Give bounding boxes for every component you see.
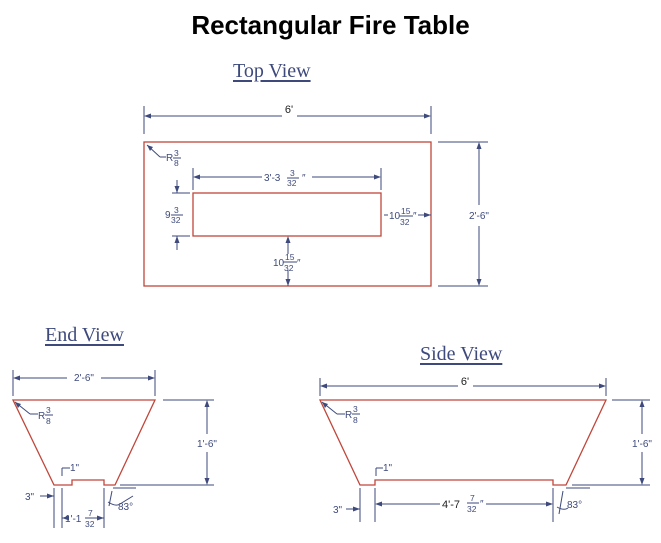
end-view: 2'-6" 1'-6" R 3 8	[11, 370, 217, 529]
svg-text:3: 3	[290, 168, 295, 178]
svg-text:1'-1: 1'-1	[65, 514, 82, 525]
svg-text:15: 15	[401, 206, 411, 216]
svg-text:83°: 83°	[567, 500, 582, 511]
top-overall-length-label: 6'	[285, 104, 293, 116]
end-top-width-dimension: 2'-6"	[12, 370, 156, 396]
svg-text:1'-6": 1'-6"	[197, 439, 217, 450]
svg-text:32: 32	[467, 504, 477, 514]
svg-text:15: 15	[285, 252, 295, 262]
svg-text:R: R	[345, 410, 352, 421]
top-overall-width-label: 2'-6"	[469, 211, 489, 222]
side-top-length-dimension: 6'	[319, 376, 607, 396]
svg-text:1": 1"	[70, 463, 80, 474]
svg-text:32: 32	[171, 215, 181, 225]
end-height-dimension: 1'-6"	[120, 399, 217, 486]
svg-text:9: 9	[165, 210, 171, 221]
svg-text:32: 32	[287, 178, 297, 188]
side-radius-callout: R 3 8	[321, 401, 360, 425]
svg-text:4'-7: 4'-7	[442, 499, 460, 511]
side-base-length-dimension: 4'-7 7 32 ″	[375, 488, 554, 522]
top-opening-length-dimension: 3'-3 3 32 ″	[192, 168, 382, 190]
top-view-burner-opening	[192, 192, 382, 237]
side-height-dimension: 1'-6"	[572, 399, 652, 486]
end-base-width-dimension: 1'-1 7 32	[62, 488, 105, 529]
svg-text:3'-3: 3'-3	[264, 173, 281, 184]
svg-text:10: 10	[273, 258, 285, 269]
side-view-title: Side View	[420, 343, 503, 365]
svg-text:7: 7	[88, 508, 93, 518]
svg-text:3: 3	[174, 148, 179, 158]
top-bottom-offset-dimension: 10 15 32 ″	[273, 236, 301, 286]
side-notch-height-callout: 1"	[375, 463, 393, 476]
end-view-outline	[11, 399, 157, 486]
page-title: Rectangular Fire Table	[191, 10, 470, 40]
side-angle-callout: 83°	[556, 487, 590, 515]
svg-text:3: 3	[174, 205, 179, 215]
end-view-title: End View	[45, 324, 124, 346]
side-base-offset-dimension: 3"	[333, 488, 376, 522]
top-view-title: Top View	[233, 60, 311, 82]
top-overall-width-dimension: 2'-6"	[438, 141, 489, 287]
side-view-outline	[318, 399, 608, 486]
end-radius-callout: R 3 8	[14, 401, 53, 426]
svg-text:3: 3	[46, 405, 51, 415]
end-angle-callout: 83°	[107, 487, 136, 513]
svg-text:10: 10	[389, 211, 401, 222]
top-corner-radius-callout: R 3 8	[146, 144, 181, 168]
svg-text:32: 32	[400, 217, 410, 227]
svg-text:R: R	[38, 411, 45, 422]
svg-text:8: 8	[46, 416, 51, 426]
svg-text:1": 1"	[383, 463, 393, 474]
top-right-offset-dimension: 10 15 32 ″	[384, 206, 431, 227]
end-base-offset-dimension: 3"	[25, 488, 63, 528]
svg-text:3: 3	[353, 404, 358, 414]
side-view: 6' 1'-6" R 3 8	[318, 376, 652, 522]
svg-text:″: ″	[302, 173, 306, 184]
top-left-offset-dimension: 9 3 32	[165, 180, 190, 250]
svg-text:6': 6'	[461, 376, 469, 388]
svg-text:″: ″	[480, 499, 484, 510]
svg-text:″: ″	[297, 258, 301, 269]
svg-text:3": 3"	[25, 492, 35, 503]
svg-text:8: 8	[353, 415, 358, 425]
svg-text:2'-6": 2'-6"	[74, 373, 94, 384]
svg-text:R: R	[166, 153, 173, 164]
top-overall-length-dimension: 6'	[143, 104, 432, 134]
svg-text:3": 3"	[333, 505, 343, 516]
svg-text:32: 32	[284, 263, 294, 273]
top-view: 6' 2'-6" R 3 8	[143, 104, 489, 287]
svg-text:83°: 83°	[118, 502, 133, 513]
svg-text:″: ″	[413, 211, 417, 222]
svg-text:7: 7	[470, 493, 475, 503]
svg-text:32: 32	[85, 519, 95, 529]
svg-text:8: 8	[174, 158, 179, 168]
end-notch-height-callout: 1"	[61, 463, 80, 476]
svg-text:1'-6": 1'-6"	[632, 439, 652, 450]
